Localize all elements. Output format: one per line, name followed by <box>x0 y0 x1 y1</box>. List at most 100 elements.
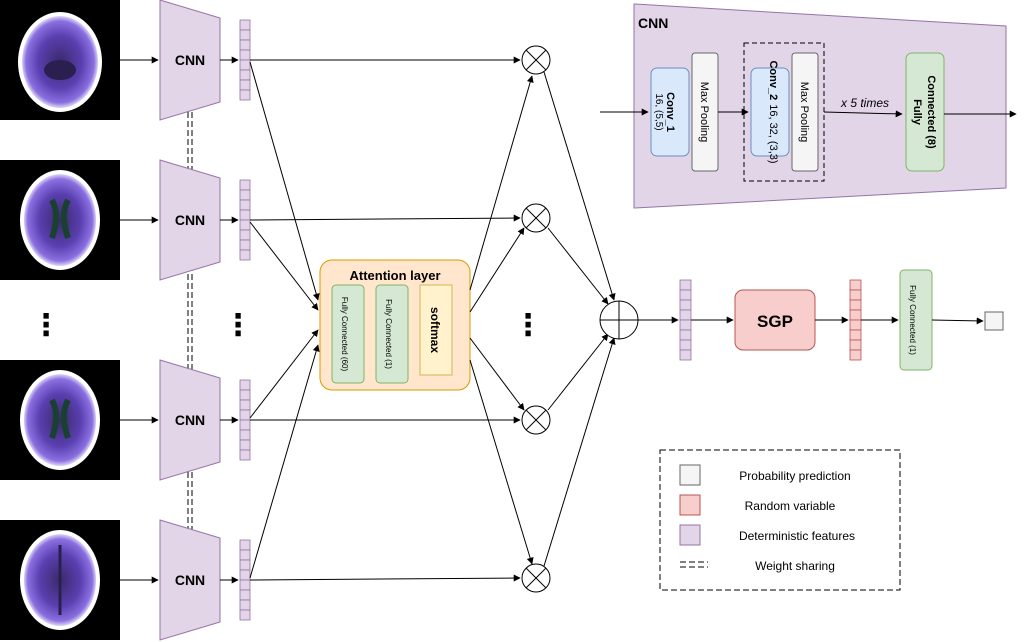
cnn-detail-title: CNN <box>638 15 668 31</box>
vector-cell <box>239 59 251 71</box>
vector-cell <box>239 239 251 251</box>
arrow <box>823 110 903 118</box>
vector-cell <box>849 289 862 301</box>
attention-title: Attention layer <box>349 268 440 283</box>
vector-cell <box>239 49 251 61</box>
cnn-label: CNN <box>175 572 205 588</box>
vector-cell <box>239 39 251 51</box>
vector-cell <box>239 449 251 461</box>
vector-cell <box>239 439 251 451</box>
ellipsis-left: ⋮ <box>31 309 61 342</box>
input-image-2 <box>0 160 120 280</box>
attention-fc-60-label: Fully Connected (60) <box>340 297 349 372</box>
random-variable-vector <box>849 279 862 361</box>
vector-cell <box>849 329 862 341</box>
vector-cell <box>239 579 251 591</box>
arrow <box>249 344 320 579</box>
vector-cell <box>239 179 251 191</box>
legend-label-probability: Probability prediction <box>739 469 850 483</box>
vector-cell <box>239 89 251 101</box>
vector-cell <box>679 349 692 361</box>
arrow <box>931 317 984 325</box>
ellipsis-right: ⋮ <box>513 309 543 342</box>
cnn-fc-8-name: Fully <box>911 99 923 126</box>
cnn-label: CNN <box>175 52 205 68</box>
final-fully-connected: Fully Connected (1) <box>899 269 933 371</box>
attention-fc-1 <box>375 284 409 384</box>
softmax-block <box>419 284 453 376</box>
probability-output <box>984 311 1004 331</box>
vector-cell <box>239 609 251 621</box>
vector-cell <box>239 539 251 551</box>
legend-swatch-random <box>679 494 701 516</box>
conv1-name: Conv_1 <box>664 92 676 132</box>
cnn-detail-panel: CNN Conv_1 16, (5,5) Max Pooling Conv_21… <box>600 3 1017 209</box>
feature-vector-2 <box>239 179 251 261</box>
vector-cell <box>239 549 251 561</box>
vector-cell <box>849 299 862 311</box>
vector-cell <box>679 339 692 351</box>
softmax-label: softmax <box>428 307 442 353</box>
vector-cell <box>239 69 251 81</box>
vector-cell <box>239 419 251 431</box>
cnn-block-4: CNN <box>159 519 221 641</box>
vector-cell <box>849 279 862 291</box>
cnn-block-1: CNN <box>159 0 221 121</box>
maxpool-1-label: Max Pooling <box>698 82 710 143</box>
cnn-block-2: CNN <box>159 159 221 281</box>
final-fc-label: Fully Connected (1) <box>908 285 917 355</box>
multiply-node <box>521 563 551 593</box>
arrow <box>469 227 525 313</box>
vector-cell <box>849 339 862 351</box>
vector-cell <box>239 379 251 391</box>
legend: Probability prediction Random variable D… <box>659 449 901 591</box>
feature-vector-1 <box>239 19 251 101</box>
vector-cell <box>849 319 862 331</box>
conv2-params: Conv_216, 32, (3,3) <box>767 60 779 163</box>
vector-cell <box>239 399 251 411</box>
arrow <box>469 359 534 565</box>
cnn-label: CNN <box>175 212 205 228</box>
sum-node <box>599 300 639 340</box>
legend-swatch-deterministic <box>679 524 701 546</box>
arrow <box>249 214 521 222</box>
vector-cell <box>679 289 692 301</box>
cnn-fc-8-block <box>905 52 945 172</box>
arrow <box>543 71 616 301</box>
arrow <box>249 574 521 582</box>
vector-cell <box>239 209 251 221</box>
vector-cell <box>849 349 862 361</box>
arrow <box>249 61 320 301</box>
legend-swatch-probability <box>679 464 701 486</box>
attention-fc-1-label: Fully Connected (1) <box>384 299 393 369</box>
vector-cell <box>849 309 862 321</box>
attention-layer: Attention layer Fully Connected (60) Ful… <box>319 259 471 391</box>
vector-cell <box>239 429 251 441</box>
repeat-label: x 5 times <box>840 96 889 110</box>
maxpool-2-label: Max Pooling <box>798 82 810 143</box>
conv1-params: 16, (5,5) <box>653 93 664 130</box>
feature-vector-4 <box>239 539 251 621</box>
arrow <box>249 221 319 311</box>
legend-label-random: Random variable <box>745 499 836 513</box>
aggregated-feature-vector <box>679 279 692 361</box>
arrow <box>469 75 534 291</box>
vector-cell <box>239 389 251 401</box>
vector-cell <box>239 409 251 421</box>
vector-cell <box>679 309 692 321</box>
input-image-3 <box>0 360 120 480</box>
feature-vector-3 <box>239 379 251 461</box>
arrow <box>543 337 616 567</box>
arrow <box>547 227 609 305</box>
vector-cell <box>239 599 251 611</box>
vector-cell <box>239 569 251 581</box>
vector-cell <box>679 299 692 311</box>
multiply-node <box>521 45 551 75</box>
cnn-block-3: CNN <box>159 359 221 481</box>
conv1-block <box>650 67 690 157</box>
vector-cell <box>239 79 251 91</box>
vector-cell <box>239 249 251 261</box>
vector-cell <box>239 589 251 601</box>
vector-cell <box>679 279 692 291</box>
arrow <box>547 333 609 411</box>
